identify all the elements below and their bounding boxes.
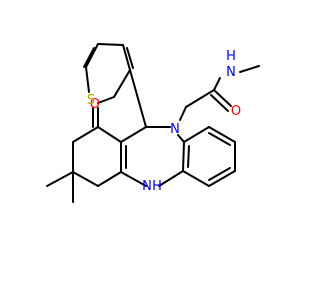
- molecule-structure: O O N H N N H S: [46, 43, 260, 203]
- bond: [122, 44, 131, 71]
- bond: [213, 89, 232, 107]
- bond: [239, 65, 260, 73]
- bond: [208, 170, 236, 187]
- bond: [179, 106, 187, 121]
- bond: [208, 167, 231, 181]
- bond: [158, 170, 184, 187]
- bond: [210, 94, 229, 112]
- bond: [120, 126, 147, 143]
- atom-label-set: O O N H N N H S: [87, 49, 241, 194]
- ring-nitrogen-label: N: [170, 122, 180, 137]
- amine-nitrogen-label: N: [142, 179, 152, 194]
- bond: [183, 126, 210, 143]
- amine-hydrogen-label: H: [152, 179, 162, 194]
- bond: [187, 145, 190, 168]
- bond: [208, 126, 236, 143]
- bond: [97, 43, 124, 46]
- bond: [208, 132, 231, 146]
- bond: [83, 47, 95, 68]
- bond: [182, 141, 185, 172]
- bond: [72, 126, 99, 143]
- bond: [97, 171, 122, 187]
- amide-nitrogen-label: N: [226, 65, 236, 80]
- bond: [97, 96, 115, 104]
- amide-hydrogen-label: H: [226, 49, 236, 64]
- bond: [113, 69, 131, 98]
- ketone-oxygen-label: O: [90, 97, 100, 112]
- bond: [46, 171, 74, 187]
- bond: [177, 134, 185, 143]
- bond: [126, 47, 134, 69]
- bond: [85, 43, 99, 68]
- bond: [213, 77, 221, 91]
- bond-set: [46, 43, 260, 203]
- bond: [182, 170, 210, 187]
- bond: [185, 89, 215, 108]
- thiophene-sulfur-label: S: [87, 93, 95, 108]
- bond: [120, 171, 147, 187]
- structure-canvas: O O N H N N H S: [46, 43, 260, 203]
- bond: [129, 69, 147, 128]
- bond: [97, 126, 122, 143]
- bond: [72, 171, 99, 187]
- amide-oxygen-label: O: [231, 104, 241, 119]
- bond: [85, 66, 90, 93]
